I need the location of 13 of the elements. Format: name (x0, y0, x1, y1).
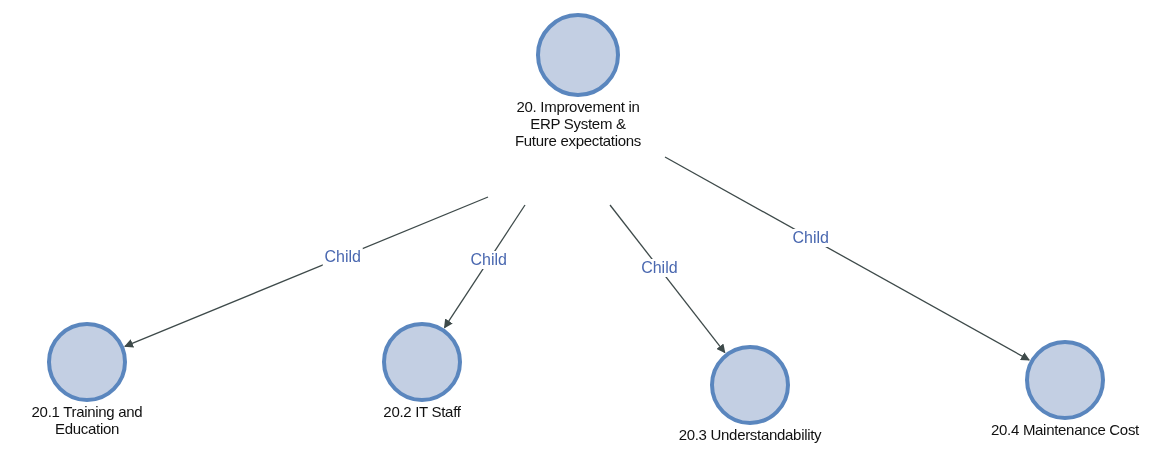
arrow (124, 196, 489, 348)
arrow (443, 204, 526, 329)
edge-label: Child (639, 259, 680, 278)
node-label: 20.3 Understandability (678, 426, 822, 443)
edge-label: Child (790, 229, 831, 248)
node-label: 20.2 IT Staff (383, 403, 461, 420)
edge-label: Child (322, 247, 363, 266)
node-label: 20.1 Training and Education (30, 403, 144, 437)
arrow (664, 156, 1030, 361)
arrow (609, 204, 726, 354)
edge-label: Child (468, 251, 509, 270)
node-label: 20.4 Maintenance Cost (991, 421, 1139, 438)
node-label: 20. Improvement in ERP System & Future expectations (513, 98, 642, 149)
